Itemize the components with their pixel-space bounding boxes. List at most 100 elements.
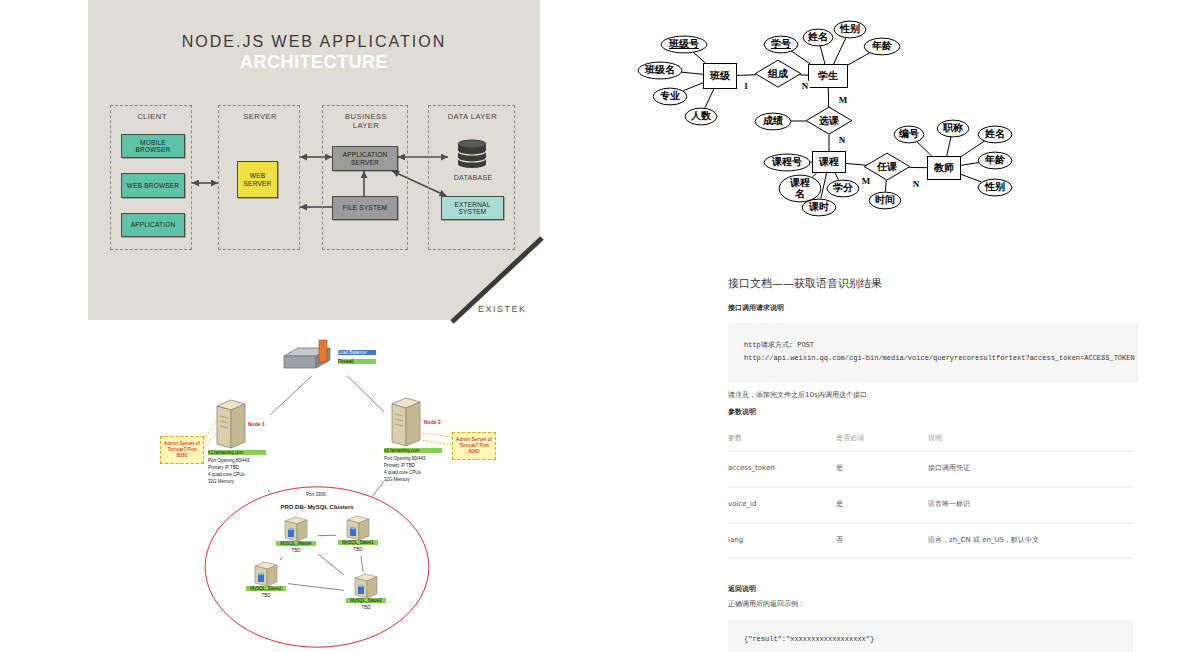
section-heading: 参数说明 [728,408,756,416]
network-device: MySQL_Slave1TBD [336,514,380,556]
spec-text: Port Opening 80/443 [208,458,250,463]
connector [392,171,446,196]
component-box: FILE SYSTEM [332,196,398,220]
entity-box: 课程 [812,151,846,173]
ellipse-shape [978,152,1012,169]
attribute-ellipse: 年龄 [978,152,1012,169]
attribute-ellipse: 年龄 [864,38,900,55]
table-cell: 接口调用凭证 [928,464,970,472]
router-front [284,356,316,368]
server-front [392,404,406,446]
table-header: 说明 [928,434,942,442]
er-label: 选课 [818,115,841,127]
er-label: 职称 [942,122,964,134]
spec-text: 4 quad core CPUs [208,472,245,477]
component-box: MOBILE BROWSER [121,134,185,158]
connector [961,163,979,166]
spec-text: Port Opening 80/443 [384,456,426,461]
router-icon [284,340,330,368]
spec-text: Primary IP TBD [384,463,415,468]
entity-box: 学生 [808,64,848,88]
ellipse-shape [834,21,866,38]
code-text: http://api.weixin.qq.com/cgi-bin/media/v… [744,354,1135,362]
cardinality-label: N [838,135,847,145]
node-name: Node 1 [248,422,265,428]
key-attribute-label: 学号 [769,38,793,50]
host-tag: n2.fantasting.com [384,448,442,453]
er-label: 任课 [876,161,899,173]
diamond-shape [755,61,801,88]
ellipse-shape [653,88,687,105]
key-attribute-label: 班级号 [668,38,700,50]
er-label: 姓名 [808,31,829,43]
db-server-icon [347,516,369,540]
er-label: 班级名 [645,64,676,76]
logo-text: EXISTEK [478,304,527,314]
connector [791,51,810,64]
connector [372,482,384,497]
layer-label: BUSINESS LAYER [339,113,393,130]
ellipse-shape [755,113,791,130]
attribute-ellipse: 性别 [978,179,1012,196]
connector [829,135,830,151]
database-top [458,140,486,148]
connector [681,72,703,74]
er-label: 人数 [690,110,712,122]
layer-label: DATA LAYER [429,113,516,122]
host-tag: n1.fantasting.com [208,450,266,455]
er-label: 课程号 [771,156,803,168]
cluster-title: PRO DB- MySQL Clusters [204,504,430,511]
database-node: DATABASE [448,137,498,185]
callout-box: Admin Server of Tomcat7 Port 8080 [452,432,496,460]
component-label: FILE SYSTEM [336,204,394,211]
er-label: 年龄 [983,154,1007,166]
connector [821,173,827,199]
er-label: 班级 [707,70,733,82]
server-front [217,406,231,448]
er-label: 性别 [839,23,861,35]
connector [683,83,703,91]
er-label: 时间 [874,194,896,206]
table-rule [728,487,1133,488]
ellipse-shape [803,29,833,46]
network-device: Load BalancerFirewall [282,342,378,376]
connector [820,45,825,64]
ellipse-shape [978,179,1012,196]
ellipse-shape [764,36,798,53]
server-icon [392,398,420,446]
attribute-ellipse: 时间 [869,192,901,209]
server-slots [220,416,228,428]
ellipse-shape [894,126,924,143]
spec-text: TBD [274,548,318,553]
connector [791,121,806,122]
layer-label: SERVER [219,113,301,122]
connector [800,74,808,75]
firewall-icon [319,340,327,362]
ellipse-shape [978,126,1012,143]
cardinality-label: M [861,176,872,186]
connector [300,206,332,208]
host-tag: MySQL_Slave2 [246,586,286,591]
connector [848,52,870,64]
ellipse-shape [864,38,900,55]
connector [270,376,312,415]
component-label: APPLICATION [125,221,181,228]
title-text: NODE.JS WEB APPLICATION [88,33,540,51]
callout-leader [204,420,217,448]
er-label: 课程 [816,156,842,168]
connector [961,174,981,182]
table-rule [728,451,1133,452]
er-label: 年龄 [869,40,894,52]
callout-leader [421,433,452,445]
component-box: WEB BROWSER [121,173,185,198]
component-label: DATABASE [448,174,498,182]
attribute-ellipse: 学号 [764,36,798,53]
er-label: 教师 [931,162,957,174]
connector [288,584,344,591]
section-heading: 返回说明 [728,585,756,593]
er-label: 学生 [812,70,844,82]
ellipse-shape [827,180,859,197]
diamond-shape [806,108,852,135]
attribute-ellipse: 专业 [653,88,687,105]
